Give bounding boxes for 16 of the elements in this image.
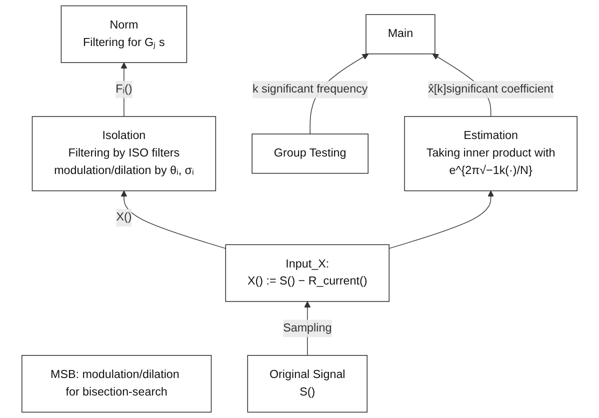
arrow [120, 190, 226, 249]
node-box: MSB: modulation/dilation for bisection-search [22, 355, 212, 413]
node-box: Isolation Filtering by ISO filters modulation/dilation by θᵢ, σᵢ [32, 116, 216, 192]
node-box: Norm Filtering for Gⱼ s [60, 5, 188, 63]
node-box: Main [366, 14, 436, 54]
edge-label: x̂[k]significant coefficient [428, 83, 554, 96]
node-box: Group Testing [252, 134, 368, 174]
node-box: Input_X: X() := S() − R_current() [225, 244, 390, 302]
arrow [388, 190, 494, 249]
arrow [120, 62, 128, 117]
node-box: Original Signal S() [247, 355, 368, 413]
edge-label: Fᵢ() [116, 83, 132, 96]
edge-label: X() [116, 211, 132, 224]
node-box: Estimation Taking inner product with e^{2π√−1k(·)/N} [404, 116, 578, 192]
edge-label: Sampling [283, 322, 332, 334]
edge-label: k significant frequency [252, 83, 368, 96]
